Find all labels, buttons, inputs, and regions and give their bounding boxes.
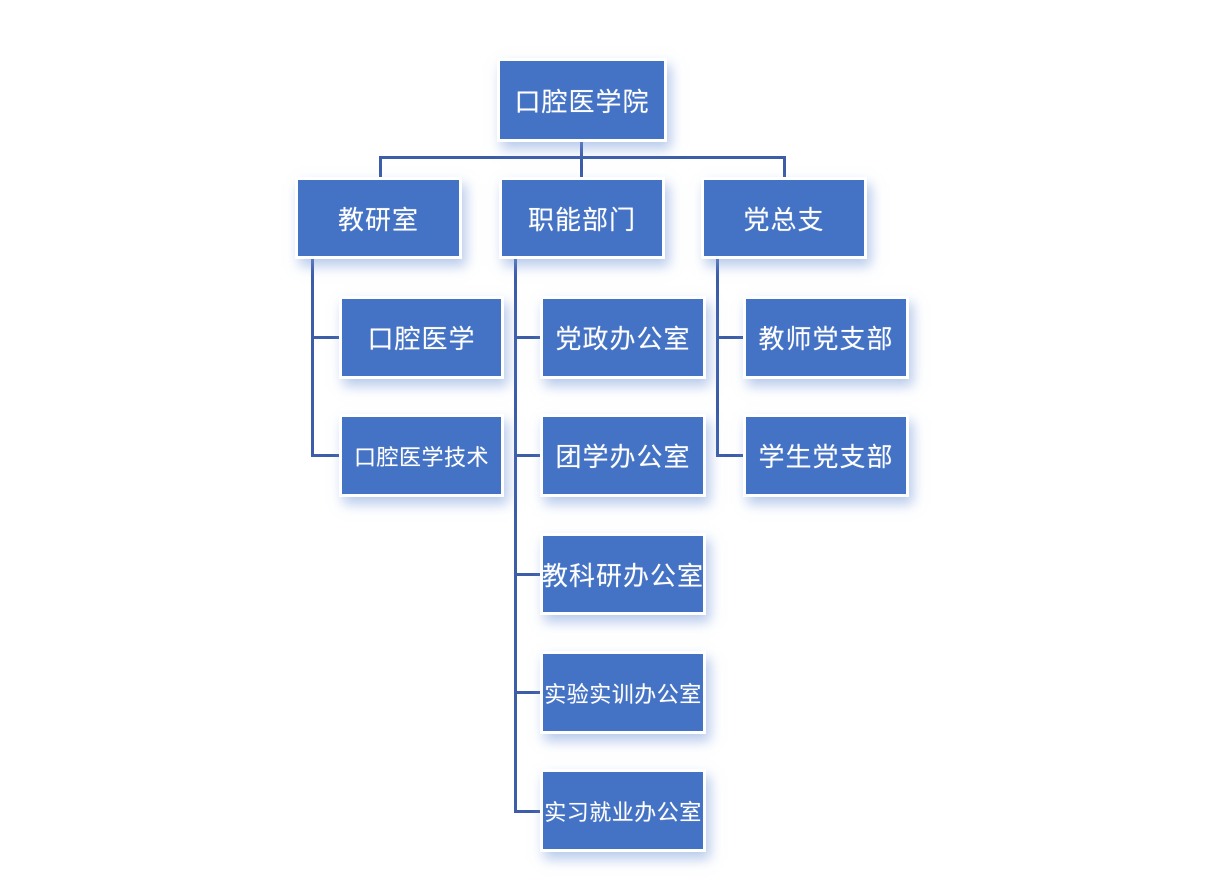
org-node-branch-functional-depts: 职能部门 [499, 177, 665, 259]
org-node-student-party-branch: 学生党支部 [743, 414, 909, 497]
connector-drop-branch3 [783, 156, 786, 178]
connector-branch3-elbow-2 [716, 454, 743, 457]
connector-branch1-trunk [311, 259, 314, 456]
org-node-branch-party-branch: 党总支 [701, 177, 867, 259]
connector-tier2-bus [379, 156, 786, 159]
connector-branch1-elbow-2 [311, 454, 339, 457]
org-node-teacher-party-branch: 教师党支部 [743, 296, 909, 379]
org-node-lab-training-office: 实验实训办公室 [540, 651, 706, 734]
org-node-stomatology: 口腔医学 [339, 296, 504, 379]
connector-root-stem [580, 142, 583, 158]
connector-branch2-trunk [514, 259, 517, 812]
connector-drop-branch1 [379, 156, 382, 178]
connector-drop-branch2 [580, 156, 583, 178]
org-node-party-admin-office: 党政办公室 [540, 296, 706, 379]
connector-branch2-elbow-2 [514, 454, 540, 457]
org-node-stomatology-technology: 口腔医学技术 [339, 414, 504, 497]
connector-branch3-trunk [716, 259, 719, 456]
org-node-teaching-science-office: 教科研办公室 [540, 533, 706, 615]
connector-branch2-elbow-5 [514, 810, 540, 813]
connector-branch2-elbow-4 [514, 691, 540, 694]
org-node-internship-employment-office: 实习就业办公室 [540, 769, 706, 852]
connector-branch3-elbow-1 [716, 336, 743, 339]
org-node-youth-league-office: 团学办公室 [540, 414, 706, 497]
connector-branch2-elbow-3 [514, 573, 540, 576]
org-node-root: 口腔医学院 [497, 58, 667, 142]
connector-branch1-elbow-1 [311, 336, 339, 339]
connector-branch2-elbow-1 [514, 336, 540, 339]
org-node-branch-teaching-research: 教研室 [295, 177, 462, 259]
